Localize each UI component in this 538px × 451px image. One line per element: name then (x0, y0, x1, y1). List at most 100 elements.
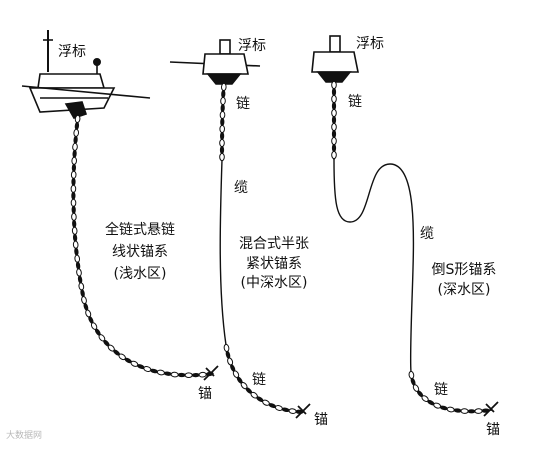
chain-link (170, 371, 179, 378)
chain-link (78, 282, 85, 291)
chain-link (81, 296, 87, 305)
chain-link (221, 89, 226, 99)
chain-link (70, 184, 77, 193)
chain-link (75, 261, 81, 270)
cable-label-3: 缆 (420, 226, 434, 242)
chain-link (71, 163, 77, 172)
chain-link (72, 219, 77, 228)
caption-2-line-2: 紧状锚系 (246, 256, 302, 272)
chain-link (74, 121, 80, 130)
chain-link (184, 372, 193, 379)
chain-link (331, 136, 337, 146)
buoy-1 (21, 30, 151, 119)
chain-link (331, 122, 337, 132)
anchor-label-2: 锚 (314, 412, 328, 428)
chain-link (460, 408, 469, 414)
chain-link (72, 240, 79, 249)
chain-link (220, 103, 225, 113)
chain-link (281, 407, 290, 413)
chain-link (331, 129, 337, 139)
chain-link (220, 82, 227, 92)
buoy-3 (311, 35, 359, 83)
chain-line-3-lower (410, 371, 493, 412)
chain-link (143, 366, 152, 372)
chain-link (73, 128, 80, 137)
cable-line-2 (219, 159, 227, 346)
chain-link (70, 198, 77, 207)
chain-link (71, 205, 76, 214)
chain-link (77, 275, 83, 284)
anchor-label-1: 锚 (198, 386, 212, 402)
chain-link (481, 408, 490, 413)
chain-link (71, 156, 78, 165)
chain-link (156, 369, 165, 376)
chain-link (71, 191, 76, 200)
chain-link (331, 80, 337, 90)
caption-2-line-3: (中深水区) (240, 275, 308, 291)
chain-link (408, 370, 415, 380)
chain-link (74, 114, 81, 124)
chain-label-3-bottom: 链 (434, 382, 448, 398)
chain-link (219, 124, 226, 134)
cable-label-2: 缆 (234, 180, 248, 196)
chain-link (220, 117, 225, 127)
caption-1-line-2: 线状锚系 (112, 244, 168, 260)
chain-link (219, 110, 226, 120)
chain-link (219, 131, 225, 141)
chain-link (223, 343, 230, 353)
chain-link (73, 135, 78, 144)
chain-link (71, 212, 77, 221)
chain-link (219, 138, 225, 148)
chain-label-2-bottom: 链 (252, 372, 266, 388)
chain-link (331, 101, 337, 111)
chain-link (331, 87, 337, 97)
chain-link (274, 405, 283, 411)
chain-link (295, 409, 304, 414)
chain-link (76, 268, 82, 277)
caption-3-line-1: 倒S形锚系 (431, 262, 497, 278)
chain-link (220, 96, 226, 106)
chain-link (331, 108, 337, 118)
buoy-label-1: 浮标 (58, 44, 86, 60)
chain-link (177, 372, 186, 378)
chain-link (439, 405, 448, 411)
chain-link (474, 408, 483, 414)
chain-link (446, 406, 455, 413)
chain-link (219, 145, 225, 155)
chain-link (80, 289, 85, 298)
chain-label-2-top: 链 (236, 96, 250, 112)
chain-link (331, 115, 337, 125)
cable-line-3 (333, 159, 415, 373)
anchor-label-3: 锚 (486, 422, 500, 438)
chain-link (72, 233, 78, 242)
chain-link (72, 149, 77, 158)
watermark: 大数据网 (6, 431, 43, 441)
chain-link (453, 408, 462, 413)
caption-1-line-1: 全链式悬链 (105, 222, 175, 238)
caption-3-line-2: (深水区) (437, 282, 491, 298)
chain-link (331, 94, 337, 104)
chain-links (70, 80, 490, 414)
chain-link (74, 254, 81, 263)
chain-link (331, 143, 337, 153)
chain-link (191, 372, 200, 378)
chain-link (150, 368, 159, 374)
chain-link (467, 409, 476, 414)
caption-1-line-3: (浅水区) (113, 266, 167, 282)
chain-link (219, 152, 225, 162)
chain-link (74, 247, 79, 256)
chain-link (331, 150, 337, 160)
chain-link (71, 226, 78, 235)
chain-link (72, 142, 78, 151)
chain-link (71, 177, 76, 186)
chain-link (163, 371, 172, 376)
buoy-2 (169, 39, 261, 85)
anchor-3 (483, 401, 499, 417)
chain-link (205, 371, 214, 377)
chain-link (70, 170, 77, 179)
buoy-label-3: 浮标 (356, 36, 384, 52)
buoy-label-2: 浮标 (238, 38, 266, 54)
chain-label-3-top: 链 (348, 94, 362, 110)
